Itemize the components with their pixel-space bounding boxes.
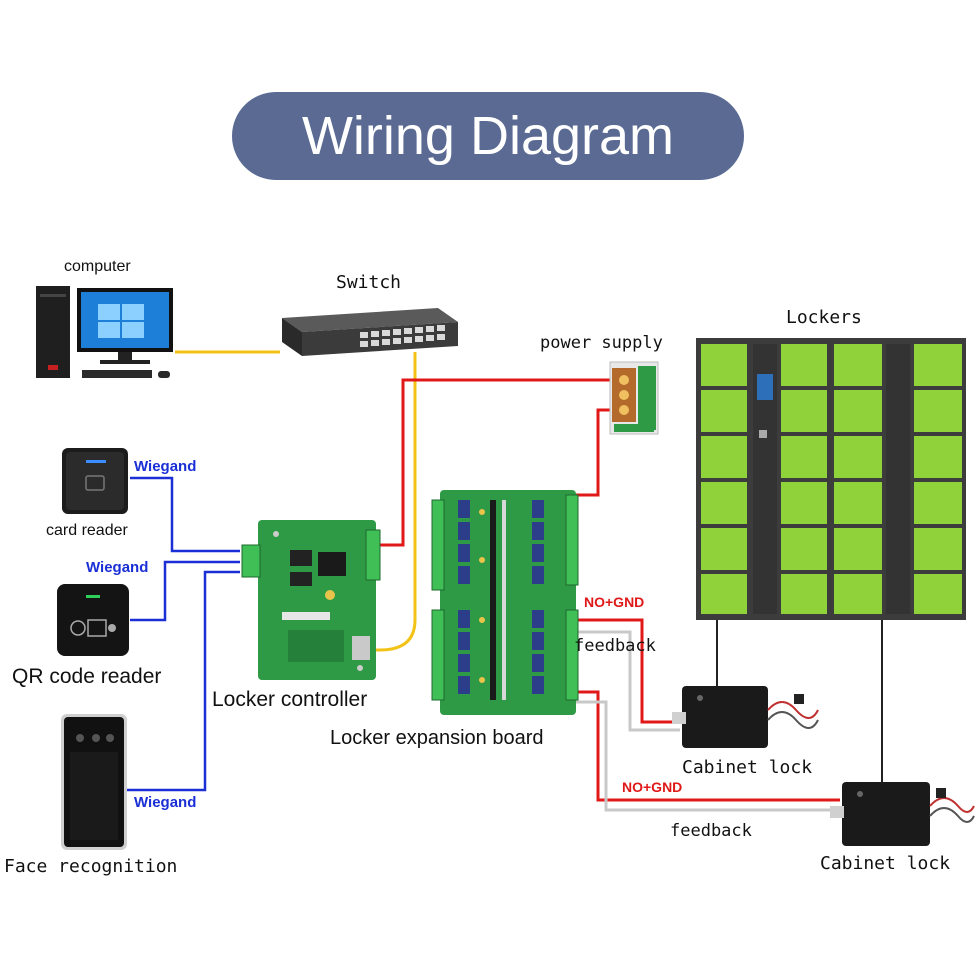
lockers-icon bbox=[696, 338, 966, 620]
label-switch: Switch bbox=[336, 272, 402, 293]
label-expansion-board: Locker expansion board bbox=[330, 727, 544, 749]
label-wiegand-1: Wiegand bbox=[134, 458, 197, 475]
label-face-recognition: Face recognition bbox=[4, 856, 178, 877]
label-locker-controller: Locker controller bbox=[212, 688, 368, 711]
locker-leads bbox=[716, 620, 883, 785]
wire-qr-reader bbox=[130, 560, 240, 622]
wire-switch-controller bbox=[368, 352, 417, 652]
power-supply-icon bbox=[609, 361, 659, 435]
label-no-gnd-1: NO+GND bbox=[584, 594, 645, 610]
locker-controller-icon bbox=[241, 520, 381, 680]
wiegand-wires bbox=[125, 476, 240, 792]
label-feedback-1: feedback bbox=[574, 636, 656, 656]
wire-psu-controller bbox=[378, 378, 612, 547]
label-cabinet-lock-2: Cabinet lock bbox=[820, 853, 951, 874]
wire-feedback-2 bbox=[575, 700, 840, 812]
face-recognition-icon bbox=[61, 714, 127, 850]
label-power-supply: power supply bbox=[540, 333, 663, 353]
expansion-board-icon bbox=[431, 490, 579, 715]
card-reader-icon bbox=[62, 448, 128, 514]
ethernet-wires bbox=[175, 350, 417, 652]
wire-psu-expansion bbox=[575, 408, 612, 497]
label-cabinet-lock-1: Cabinet lock bbox=[682, 757, 813, 778]
wire-card-reader bbox=[130, 476, 240, 553]
wire-feedback-1 bbox=[575, 630, 680, 732]
label-lockers: Lockers bbox=[786, 307, 862, 328]
cabinet-lock-icon-1 bbox=[672, 686, 819, 748]
wire-no-gnd-2 bbox=[575, 690, 840, 802]
power-wires bbox=[378, 378, 840, 802]
label-wiegand-2: Wiegand bbox=[86, 559, 149, 576]
feedback-wires bbox=[575, 630, 840, 812]
label-wiegand-3: Wiegand bbox=[134, 794, 197, 811]
wire-face-reader bbox=[125, 570, 240, 792]
wire-no-gnd-1 bbox=[575, 618, 680, 724]
label-computer: computer bbox=[64, 258, 131, 275]
cabinet-lock-icon-2 bbox=[830, 782, 975, 846]
diagram-title: Wiring Diagram bbox=[232, 92, 744, 180]
label-card-reader: card reader bbox=[46, 522, 128, 539]
qr-reader-icon bbox=[57, 584, 129, 656]
computer-icon bbox=[36, 286, 173, 378]
label-feedback-2: feedback bbox=[670, 821, 752, 841]
label-qr-reader: QR code reader bbox=[12, 665, 162, 688]
switch-icon bbox=[282, 308, 458, 356]
label-no-gnd-2: NO+GND bbox=[622, 779, 683, 795]
